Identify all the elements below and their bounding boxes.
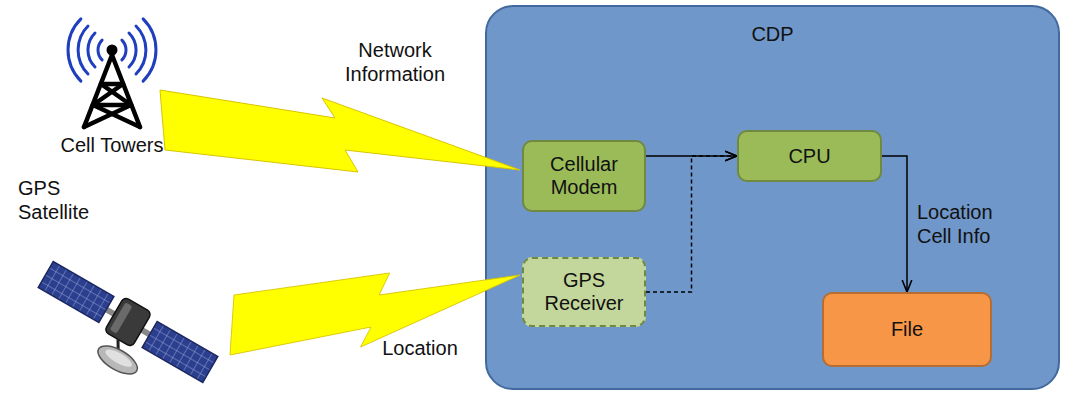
modem-box: Cellular Modem xyxy=(522,140,646,212)
box-text: Cellular Modem xyxy=(530,153,638,199)
gps-satellite xyxy=(22,257,221,396)
data-arrow xyxy=(646,156,737,292)
tower-label: Cell Towers xyxy=(42,133,182,157)
gps-receiver-box: GPS Receiver xyxy=(522,257,646,327)
edge-label: Location Cell Info xyxy=(917,200,1017,248)
box-text: CDP xyxy=(751,23,793,46)
cell-tower xyxy=(68,19,156,127)
lightning-bolt xyxy=(160,90,520,172)
data-arrow xyxy=(882,156,907,292)
cpu-box: CPU xyxy=(737,130,882,182)
file-box: File xyxy=(822,292,992,367)
signal-label: Network Information xyxy=(330,38,460,86)
signal-label: Location xyxy=(370,336,470,360)
device-box: CDP Cellular Modem CPU GPS ReceiverFile xyxy=(485,5,1060,390)
box-text: GPS Receiver xyxy=(530,269,638,315)
lightning-bolt xyxy=(230,273,520,355)
box-text: CPU xyxy=(788,145,830,168)
box-text: File xyxy=(891,318,923,341)
satellite-label: GPS Satellite xyxy=(18,176,104,224)
